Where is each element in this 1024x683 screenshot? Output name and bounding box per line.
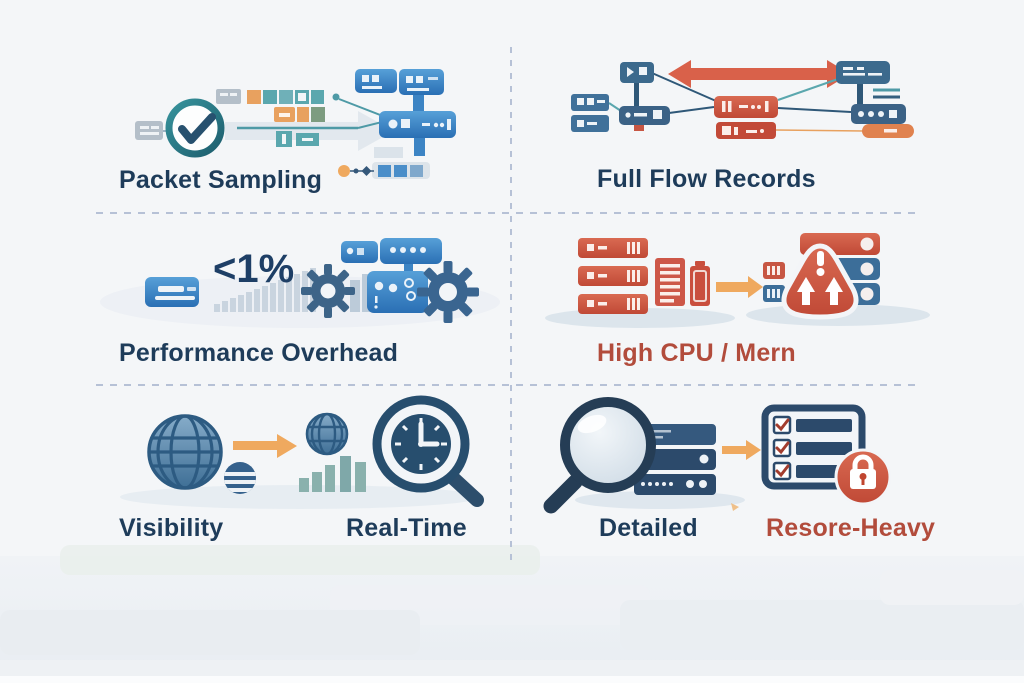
visibility-illustration [120, 395, 484, 509]
flow-arrow-band [225, 111, 394, 151]
router-cluster-right-icon [836, 61, 914, 138]
gear-icon [301, 264, 355, 318]
background-texture [880, 570, 1024, 605]
sampled-packets-row-icon [338, 162, 430, 179]
node-dot [332, 93, 340, 101]
background-texture [620, 600, 1024, 650]
label-full-flow-records: Full Flow Records [597, 165, 816, 193]
horizontal-divider-2 [96, 384, 920, 386]
label-detailed: Detailed [599, 514, 698, 542]
checkmark-circle-icon [165, 98, 225, 158]
globe-icon [147, 414, 223, 490]
small-globe-icon [305, 412, 349, 456]
background-texture [0, 676, 1024, 683]
packet-squares-icon [216, 89, 325, 147]
monitor-servers-icon [341, 238, 442, 313]
high-cpu-mem-illustration [545, 233, 930, 328]
detailed-illustration [543, 397, 892, 514]
packet-chip-icon [135, 121, 163, 140]
magnifier-icon [543, 397, 656, 514]
magnifier-clock-icon [372, 395, 484, 507]
label-high-cpu-mem: High CPU / Mern [597, 339, 796, 367]
horizontal-divider-1 [96, 212, 920, 214]
lock-icon [834, 448, 892, 506]
red-server-stack-icon [578, 238, 648, 314]
collector-switches-icon [355, 69, 456, 158]
label-visibility: Visibility [119, 514, 224, 542]
full-flow-records-illustration [571, 60, 914, 139]
checklist-icon [761, 404, 866, 490]
vertical-divider [510, 47, 512, 561]
flow-record-servers-icon [714, 96, 778, 139]
overhead-stat: <1% [213, 247, 295, 291]
label-real-time: Real-Time [346, 514, 467, 542]
router-cluster-left-icon [571, 62, 670, 132]
paint-speck [731, 503, 739, 511]
striped-sphere-icon [224, 462, 256, 494]
warning-icon [781, 243, 859, 320]
performance-overhead-illustration [100, 238, 500, 328]
gear-icon [417, 261, 479, 323]
teal-bars-icon [299, 456, 366, 492]
arrow-icon [722, 440, 761, 460]
arrow-icon [233, 434, 297, 458]
background-texture [0, 610, 420, 655]
label-performance-overhead: Performance Overhead [119, 339, 399, 367]
battery-icon [690, 261, 710, 306]
packet-sampling-illustration [135, 69, 456, 179]
arrow-icon [716, 276, 763, 298]
nic-card-icon [145, 277, 199, 307]
document-icon [655, 258, 685, 306]
double-arrow-icon [668, 60, 850, 88]
background-texture [60, 545, 540, 575]
label-packet-sampling: Packet Sampling [119, 166, 323, 194]
label-resource-heavy: Resore-Heavy [766, 514, 936, 542]
